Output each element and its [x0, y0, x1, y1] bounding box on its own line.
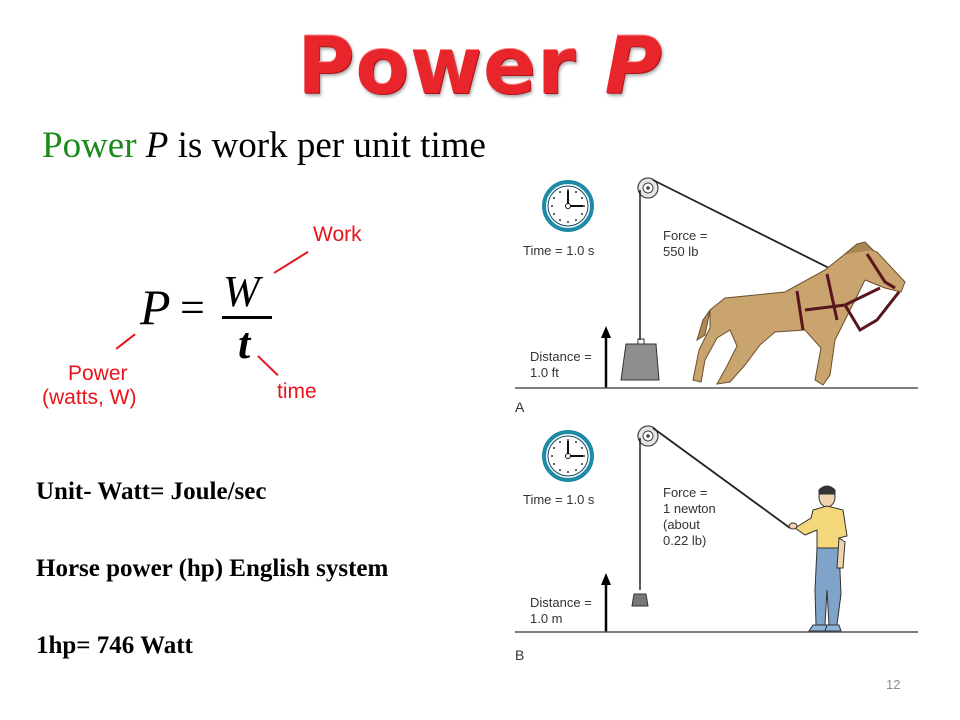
formula-lhs: P: [140, 279, 171, 335]
pulley-icon-a: [637, 177, 659, 199]
clock-icon-b: [542, 430, 594, 482]
panel-a-time: Time = 1.0 s: [523, 243, 595, 258]
pulley-icon-b: [637, 425, 659, 447]
unit-watt: Unit- Watt= Joule/sec: [36, 478, 267, 505]
panel-b-time: Time = 1.0 s: [523, 492, 595, 507]
panel-a-force-1: Force =: [663, 228, 708, 243]
panel-b-force-3: (about: [663, 517, 700, 532]
unit-hp-conversion: 1hp= 746 Watt: [36, 632, 193, 659]
subtitle-rest: is work per unit time: [177, 125, 486, 166]
panel-b-distance-2: 1.0 m: [530, 611, 563, 626]
leader-line-work: [273, 250, 309, 274]
panel-b-force-1: Force =: [663, 485, 708, 500]
panel-b-force-4: 0.22 lb): [663, 533, 707, 548]
page-number: 12: [886, 677, 901, 692]
panel-a-distance-1: Distance =: [530, 349, 592, 364]
panel-b-distance-1: Distance =: [530, 595, 592, 610]
formula-equals: =: [180, 283, 205, 332]
label-time: time: [277, 380, 317, 403]
fraction-bar: [222, 316, 272, 319]
panel-b-force-2: 1 newton: [663, 501, 716, 516]
subtitle-symbol: P: [145, 125, 169, 166]
illustration-graphics: [515, 177, 918, 633]
formula-denominator: t: [238, 319, 251, 368]
horse-illustration: [692, 241, 906, 386]
formula-numerator: W: [223, 267, 260, 316]
panel-a-distance-2: 1.0 ft: [530, 365, 559, 380]
power-formula-diagram: Work P = W t Power (watts, W) time: [30, 210, 390, 420]
unit-horsepower: Horse power (hp) English system: [36, 555, 389, 582]
panel-a-label: A: [515, 399, 525, 415]
harness-illustration: [795, 253, 901, 333]
subtitle-power: Power: [42, 125, 137, 166]
leader-line-time: [257, 355, 279, 376]
leader-line-power: [115, 333, 136, 350]
person-illustration: [788, 485, 848, 632]
title-symbol: P: [604, 22, 663, 112]
slide-title: Power P: [0, 22, 960, 112]
label-work: Work: [313, 223, 362, 246]
units-list: Unit- Watt= Joule/sec Horse power (hp) E…: [36, 478, 388, 709]
panel-b-label: B: [515, 647, 525, 663]
label-power: Power: [68, 362, 128, 385]
label-power-units: (watts, W): [42, 386, 137, 409]
title-word: Power: [297, 22, 577, 112]
work-power-illustration: Time = 1.0 s Force = 550 lb Distance = 1…: [505, 170, 925, 670]
panel-a-force-2: 550 lb: [663, 244, 699, 259]
subtitle: Power P is work per unit time: [42, 124, 486, 167]
clock-icon-a: [542, 180, 594, 232]
